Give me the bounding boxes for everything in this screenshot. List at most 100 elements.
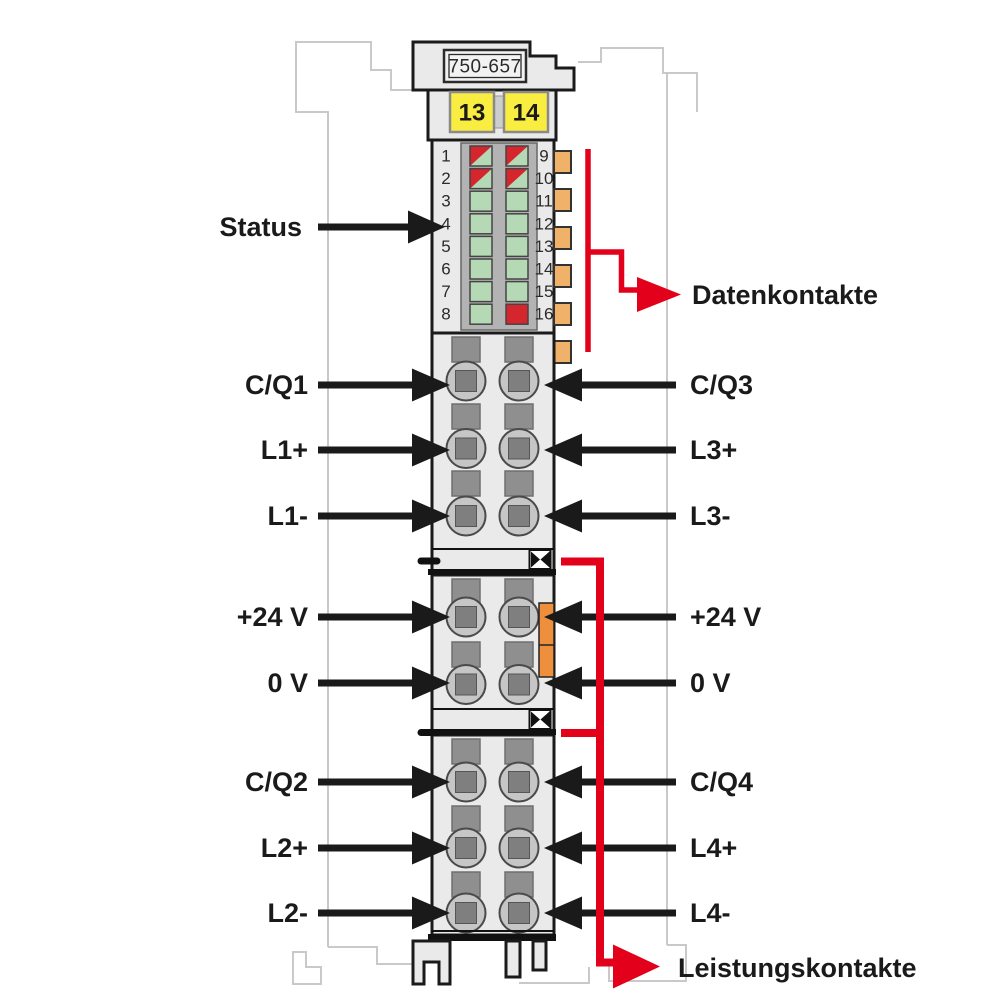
part-number-plate-inner xyxy=(448,53,522,79)
clamp-opening xyxy=(451,336,481,363)
segment-marker-tri-left xyxy=(531,551,540,568)
right-signal-label: C/Q3 xyxy=(690,370,753,400)
led-number-right: 12 xyxy=(535,214,554,233)
led-left-row-3 xyxy=(470,191,492,212)
led-number-left: 6 xyxy=(441,260,450,279)
right-signal-label: L3- xyxy=(690,501,731,531)
right-signal-label: L4- xyxy=(690,898,731,928)
power-jumper-contact xyxy=(538,602,555,678)
clamp-opening xyxy=(504,403,534,430)
segment-marker-tri-left xyxy=(531,711,540,728)
clamp-opening xyxy=(504,641,534,668)
led-frame xyxy=(469,167,493,190)
led-left-row-1-red-half xyxy=(470,146,492,166)
led-number-left: 2 xyxy=(441,169,450,188)
right-arrow-head xyxy=(544,666,582,700)
led-left-row-8 xyxy=(470,304,492,325)
left-signal-label: 0 V xyxy=(267,668,308,698)
left-arrow-head xyxy=(412,831,450,865)
right-arrow-head xyxy=(544,896,582,930)
left-signal-label: C/Q2 xyxy=(245,767,308,797)
led-right-row-8 xyxy=(506,304,528,325)
left-arrow-head xyxy=(412,600,450,634)
left-signal-label: L2+ xyxy=(261,833,308,863)
clamp-opening xyxy=(451,403,481,430)
led-number-right: 16 xyxy=(535,305,554,324)
wire-entry-opening xyxy=(455,437,477,460)
led-number-left: 3 xyxy=(441,192,450,211)
segment-marker-tri-right xyxy=(540,711,550,728)
data-contacts-label: Datenkontakte xyxy=(692,280,878,310)
wire-entry-opening xyxy=(508,673,530,696)
contact-annotations: Datenkontakte Leistungskontakte xyxy=(561,149,917,989)
led-right-row-4 xyxy=(506,213,528,234)
signal-row-1: C/Q1 C/Q3 xyxy=(245,368,753,402)
right-arrow-head xyxy=(544,765,582,799)
status-annotation: Status xyxy=(219,210,445,244)
led-frame xyxy=(505,145,529,167)
led-number-left: 5 xyxy=(441,237,450,256)
mounting-foot-left xyxy=(411,939,452,986)
led-frame xyxy=(505,258,529,280)
neighbor-outline-right xyxy=(578,47,698,945)
left-signal-label: L1- xyxy=(268,501,309,531)
segment-marker-tri-right xyxy=(540,551,550,568)
left-signal-label: C/Q1 xyxy=(245,370,308,400)
right-signal-label: 0 V xyxy=(690,668,731,698)
clamp-opening xyxy=(451,641,481,668)
part-number-text: 750-657 xyxy=(448,57,521,78)
part-number-plate xyxy=(442,48,528,84)
led-number-left: 8 xyxy=(441,305,450,324)
power-block xyxy=(430,573,556,733)
clamp-opening xyxy=(504,738,534,765)
neighbor-outline-left xyxy=(295,41,418,947)
data-contact-2 xyxy=(553,188,572,212)
left-arrow-head xyxy=(412,896,450,930)
status-label: Status xyxy=(219,212,302,242)
led-number-right: 13 xyxy=(535,237,554,256)
left-signal-label: L2- xyxy=(268,898,309,928)
clamp-opening xyxy=(451,738,481,765)
signal-row-8: L2- L4- xyxy=(268,896,731,930)
data-contacts-arrow-head xyxy=(637,277,681,312)
left-arrow-head xyxy=(412,368,450,402)
wire-entry-opening xyxy=(455,837,477,859)
data-contacts-branch-line xyxy=(585,249,638,293)
neighbor-outline-left-bottom xyxy=(328,946,414,965)
power-contacts-rail-line xyxy=(561,557,615,967)
led-frame xyxy=(469,145,493,167)
led-number-right: 10 xyxy=(535,169,554,188)
clamp-opening xyxy=(504,871,534,898)
jumper-terminal-13-label: 13 xyxy=(459,100,486,127)
status-arrow-head xyxy=(408,210,445,244)
led-left-row-5 xyxy=(470,236,492,257)
led-frame xyxy=(505,235,529,258)
wire-entry-opening xyxy=(455,370,477,392)
wire-entry-opening xyxy=(508,505,530,527)
wire-entry-opening xyxy=(508,370,530,392)
segment-marker-1 xyxy=(528,549,552,570)
led-number-right: 11 xyxy=(535,192,553,211)
segment-boundary-1 xyxy=(428,569,556,575)
left-arrow-head xyxy=(412,666,450,700)
signal-row-6: C/Q2 C/Q4 xyxy=(245,765,753,799)
jumper-terminal-14 xyxy=(502,90,550,134)
bottom-edge xyxy=(428,934,556,941)
wire-entry-opening xyxy=(508,902,530,924)
led-frame xyxy=(505,190,529,212)
mounting-foot-mid-1 xyxy=(504,939,522,979)
signal-row-2: L1+L3+ xyxy=(261,433,737,467)
clamp-opening xyxy=(451,470,481,497)
right-arrow-head xyxy=(544,600,582,634)
neighbor-foot-right xyxy=(519,967,590,984)
led-frame xyxy=(505,280,529,303)
led-frame xyxy=(469,258,493,280)
led-number-right: 15 xyxy=(535,282,554,301)
led-frame xyxy=(469,235,493,258)
led-frame xyxy=(469,213,493,235)
right-signal-label: C/Q4 xyxy=(690,767,753,797)
